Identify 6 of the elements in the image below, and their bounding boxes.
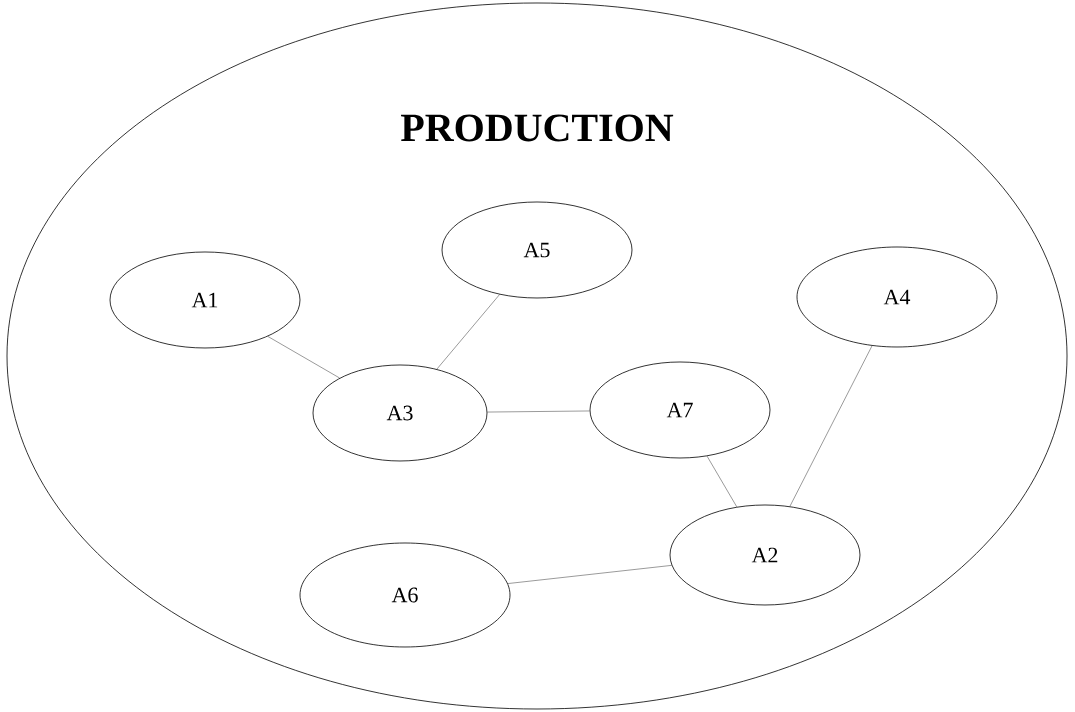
connector-line xyxy=(789,345,873,507)
connector-line xyxy=(487,410,590,413)
connector-line xyxy=(507,565,672,584)
connector-line xyxy=(436,294,500,370)
connector-line xyxy=(267,336,340,379)
connector-line xyxy=(706,455,737,508)
